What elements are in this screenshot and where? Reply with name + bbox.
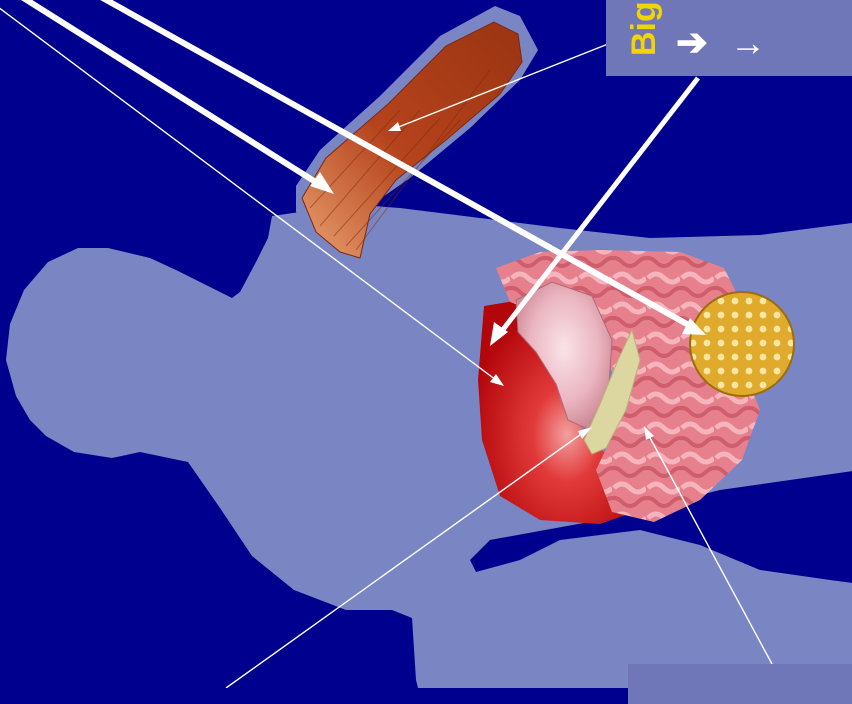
legend-row: ➔ →	[676, 24, 766, 62]
bold-arrow-icon: ➔	[676, 24, 708, 62]
thin-arrow-icon: →	[730, 25, 766, 61]
diagram-canvas: Big ➔ →	[0, 0, 852, 688]
adipose-tissue	[690, 292, 794, 396]
body-diagram	[0, 0, 852, 688]
legend-title: Big	[627, 1, 661, 56]
bottom-label-box	[628, 664, 852, 704]
